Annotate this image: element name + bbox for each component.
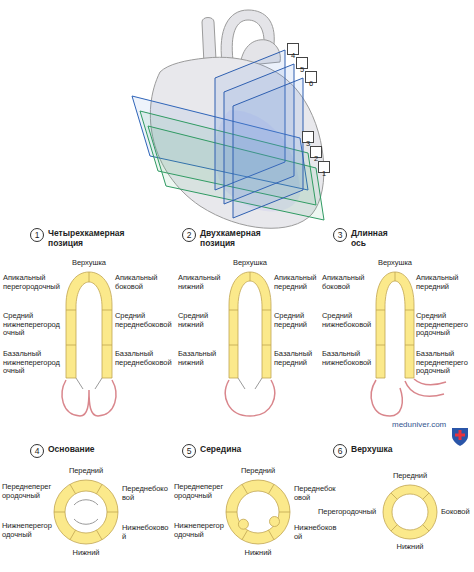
- watermark-icon: [452, 428, 468, 446]
- segment-label: Перегородочный: [318, 508, 381, 517]
- plane-number: 1: [318, 161, 330, 173]
- segment-label: Переднебоковой: [294, 485, 338, 502]
- valve-leaflet: [76, 378, 102, 389]
- plane-number: 2: [310, 146, 322, 158]
- segment-label: Нижнебоковой: [122, 524, 170, 541]
- segment-label: Апикальный нижний: [178, 274, 226, 291]
- view-heading: 1 Четырехкамерная позиция: [30, 228, 132, 249]
- plane-number: 3: [302, 131, 314, 143]
- callout-number: 1: [30, 228, 44, 242]
- view-title: Четырехкамерная позиция: [48, 228, 132, 249]
- segment-divider: [376, 272, 414, 345]
- segment-divider: [391, 493, 429, 531]
- segment-label: Передний: [380, 472, 440, 481]
- segment-label: Боковой: [441, 508, 472, 517]
- segment-label: Нижний: [380, 543, 440, 552]
- view-title: Длинная ось: [351, 228, 395, 249]
- watermark-icon: [455, 430, 465, 440]
- plane-number-text: 6: [309, 79, 313, 89]
- segment-label: Переднеперегородочный: [174, 483, 224, 500]
- segment-divider: [54, 484, 118, 539]
- segment-label: Нижнебоковой: [294, 524, 338, 541]
- segment-label: Апикальный передний: [416, 274, 471, 291]
- plane-number-text: 5: [300, 65, 304, 75]
- callout-number: 2: [182, 228, 196, 242]
- apex-label: Верхушка: [59, 259, 119, 268]
- atrium-outline: [62, 380, 116, 416]
- valve-leaflet: [238, 378, 262, 389]
- view-heading: 4 Основание: [30, 444, 128, 458]
- segment-label: Нижнеперегородочный: [2, 522, 52, 539]
- segment-label: Базальный передний: [274, 350, 320, 367]
- callout-number: 6: [333, 444, 347, 458]
- myocardium-wall: [376, 272, 414, 378]
- myocardium-wall: [229, 272, 271, 378]
- callout-number: 3: [333, 228, 347, 242]
- apex-label: Верхушка: [365, 259, 425, 268]
- segment-label: Нижний: [228, 549, 288, 558]
- segment-label: Передний: [56, 467, 116, 476]
- segment-label: Нижнеперегородочный: [174, 522, 224, 539]
- plane-number: 5: [296, 57, 308, 69]
- segment-divider: [66, 272, 112, 345]
- segment-label: Средний передний: [274, 312, 320, 329]
- mitral-leaflet: [74, 500, 98, 525]
- plane-number-text: 1: [322, 169, 326, 179]
- view-title: Верхушка: [351, 444, 431, 455]
- apex-label: Верхушка: [220, 259, 280, 268]
- papillary-muscle: [238, 519, 248, 529]
- view-heading: 2 Двухкамерная позиция: [182, 228, 266, 249]
- aorta-outline: [405, 379, 446, 396]
- view-title: Середина: [200, 444, 280, 455]
- segment-label: Базальный нижнебоковой: [322, 350, 374, 367]
- watermark: meduniver.com: [392, 420, 456, 429]
- plane-number-text: 4: [291, 51, 295, 61]
- segment-label: Апикальный перегородочный: [3, 274, 63, 291]
- segment-label: Средний нижнеперегородочный: [3, 312, 63, 338]
- myocardium-ring: [54, 480, 118, 544]
- segment-label: Базальный переднеперегородочный: [416, 350, 471, 376]
- plane-number: 4: [287, 43, 299, 55]
- segment-label: Передний: [228, 467, 288, 476]
- callout-number: 5: [182, 444, 196, 458]
- myocardium-ring: [383, 485, 437, 539]
- view-heading: 6 Верхушка: [333, 444, 431, 458]
- segment-label: Средний нижнебоковой: [322, 312, 374, 329]
- plane-number: 6: [305, 71, 317, 83]
- segment-divider: [226, 484, 290, 539]
- atrium-outline: [371, 380, 402, 416]
- segment-label: Нижний: [56, 549, 116, 558]
- segment-label: Средний переднебоковой: [115, 312, 175, 329]
- myocardium-ring: [226, 480, 290, 544]
- view-heading: 3 Длинная ось: [333, 228, 395, 249]
- segment-label: Апикальный боковой: [322, 274, 374, 291]
- papillary-muscle: [270, 517, 280, 527]
- view-heading: 5 Середина: [182, 444, 280, 458]
- atrium-outline: [225, 380, 274, 416]
- myocardium-wall: [66, 272, 112, 378]
- segment-label: Базальный переднебоковой: [115, 350, 175, 367]
- view-title: Основание: [48, 444, 128, 455]
- segment-label: Базальный нижний: [178, 350, 226, 367]
- short-axis-plane: [233, 78, 303, 218]
- view-title: Двухкамерная позиция: [200, 228, 266, 249]
- segment-divider: [229, 272, 271, 345]
- segment-label: Базальный нижнеперегородочный: [3, 350, 63, 376]
- segment-label: Средний переднеперегородочный: [416, 312, 471, 338]
- segment-label: Апикальный передний: [274, 274, 320, 291]
- callout-number: 4: [30, 444, 44, 458]
- segment-label: Апикальный боковой: [115, 274, 175, 291]
- segment-label: Переднеперегородочный: [2, 483, 52, 500]
- segment-label: Средний нижний: [178, 312, 226, 329]
- segment-label: Переднебоковой: [122, 485, 170, 502]
